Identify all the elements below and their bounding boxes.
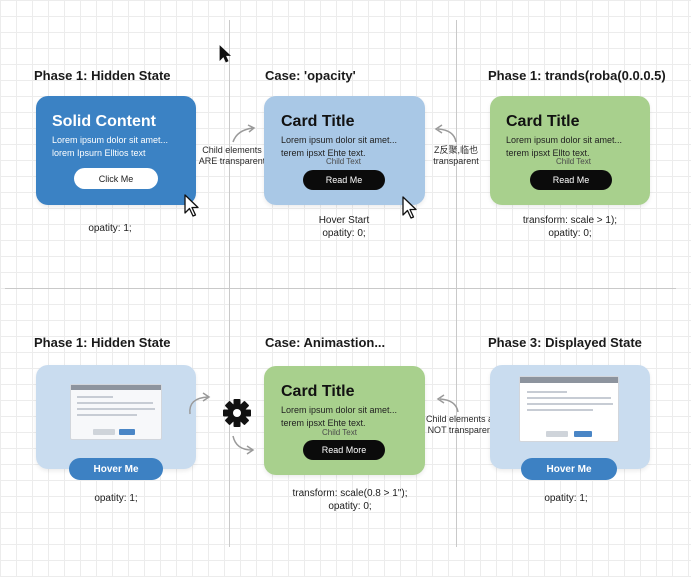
read-me-button[interactable]: Read Me	[530, 170, 612, 190]
card-body-line-2: terem ipsxt Ellto text.	[506, 148, 590, 158]
mini-ok-button	[119, 429, 135, 435]
caption-line: opatity: 0;	[328, 501, 372, 512]
panel-6-card[interactable]	[490, 365, 650, 469]
window-titlebar	[71, 385, 161, 390]
child-text: Child Text	[556, 157, 591, 166]
card-title: Card Title	[281, 383, 355, 400]
panel-2-title: Case: 'opacity'	[265, 68, 356, 83]
content-line	[527, 391, 567, 393]
click-me-button[interactable]: Click Me	[74, 168, 158, 189]
panel-6-title: Phase 3: Displayed State	[488, 335, 642, 350]
card-body-line-1: Lorem ipsum dolor sit amet...	[281, 405, 398, 415]
panel-5-caption: transform: scale(0.8 > 1"); opatity: 0;	[275, 487, 425, 513]
column-divider-right	[456, 20, 457, 547]
note-child-transparent: Child elements ARE transparent	[198, 145, 266, 167]
caption-line: transform: scale(0.8 > 1");	[292, 488, 408, 499]
hover-me-button[interactable]: Hover Me	[521, 458, 617, 480]
panel-5-card[interactable]: Card Title Lorem ipsum dolor sit amet...…	[264, 366, 425, 475]
mini-cancel-button	[93, 429, 115, 435]
caption-line: opatity: 1;	[94, 493, 138, 504]
panel-4-caption: opatity: 1;	[66, 492, 166, 505]
note-line: Child elements are	[426, 414, 502, 424]
mini-cancel-button	[546, 431, 568, 437]
panel-3-caption: transform: scale > 1); opatity: 0;	[500, 214, 640, 240]
window-titlebar	[520, 377, 618, 383]
read-more-button[interactable]: Read More	[303, 440, 385, 460]
note-line: ARE transparent	[198, 156, 266, 166]
card-title: Card Title	[506, 113, 580, 130]
panel-2-card[interactable]: Card Title Lorem ipsum dolor sit amet...…	[264, 96, 425, 205]
content-line	[77, 396, 113, 398]
column-divider-left	[229, 20, 230, 547]
card-title: Card Title	[281, 113, 355, 130]
mouse-pointer-icon	[402, 196, 417, 219]
card-body-line-2: lorem Ipsurn Elltios text	[52, 148, 146, 158]
caption-line: opatity: 1;	[88, 223, 132, 234]
content-line	[77, 408, 155, 410]
caption-line: opatity: 0;	[548, 228, 592, 239]
mouse-pointer-icon	[184, 194, 199, 217]
note-child-not-transparent: Child elements are NOT transparent	[426, 414, 502, 436]
note-line: NOT transparent	[427, 425, 495, 435]
caption-line: Hover Start	[318, 215, 370, 226]
note-transparent: Z反聚,临也 transparent	[426, 145, 486, 167]
cursor-arrow-icon	[219, 45, 232, 63]
child-text: Child Text	[322, 428, 357, 437]
panel-4-title: Phase 1: Hidden State	[34, 335, 171, 350]
note-line: transparent	[433, 156, 479, 166]
curved-arrow-icon	[232, 124, 256, 143]
curved-arrow-icon	[232, 435, 255, 455]
caption-line: opatity: 0;	[322, 228, 366, 239]
mini-window-preview	[519, 376, 619, 442]
child-text: Child Text	[326, 157, 361, 166]
row-divider	[5, 288, 676, 289]
content-line	[77, 414, 137, 416]
content-line	[77, 402, 153, 404]
note-line: Child elements	[202, 145, 262, 155]
card-body-line-1: Lorem ipsum dolor sit amet...	[281, 135, 398, 145]
card-body-line-2: terem ipsxt Ehte text.	[281, 148, 366, 158]
panel-1-caption: opatity: 1;	[60, 222, 160, 235]
panel-2-caption: Hover Start opatity: 0;	[294, 214, 394, 240]
curved-arrow-icon	[434, 124, 457, 143]
panel-5-title: Case: Animastion...	[265, 335, 386, 350]
hover-me-button[interactable]: Hover Me	[69, 458, 163, 480]
card-body-line-2: terem ipsxt Ehte text.	[281, 418, 366, 428]
card-title: Solid Content	[52, 113, 156, 130]
caption-line: opatity: 1;	[544, 493, 588, 504]
panel-3-title: Phase 1: trands(roba(0.0.0.5)	[488, 68, 666, 83]
curved-arrow-icon	[436, 394, 459, 413]
card-body-line-1: Lorem ipsum dolor sit amet...	[506, 135, 623, 145]
content-line	[527, 397, 611, 399]
curved-arrow-icon	[189, 392, 211, 415]
mini-ok-button	[574, 431, 592, 437]
content-line	[527, 409, 593, 411]
mini-window-preview	[70, 384, 162, 440]
card-body-line-1: Lorem ipsum dolor sit amet...	[52, 135, 169, 145]
panel-1-card[interactable]: Solid Content Lorem ipsum dolor sit amet…	[36, 96, 196, 205]
caption-line: transform: scale > 1);	[522, 215, 618, 226]
panel-1-title: Phase 1: Hidden State	[34, 68, 171, 83]
gear-icon	[223, 399, 251, 427]
note-line: Z反聚,临也	[434, 145, 478, 155]
content-line	[527, 403, 613, 405]
read-me-button[interactable]: Read Me	[303, 170, 385, 190]
panel-3-card[interactable]: Card Title Lorem ipsum dolor sit amet...…	[490, 96, 650, 205]
panel-6-caption: opatity: 1;	[516, 492, 616, 505]
panel-4-card[interactable]	[36, 365, 196, 469]
